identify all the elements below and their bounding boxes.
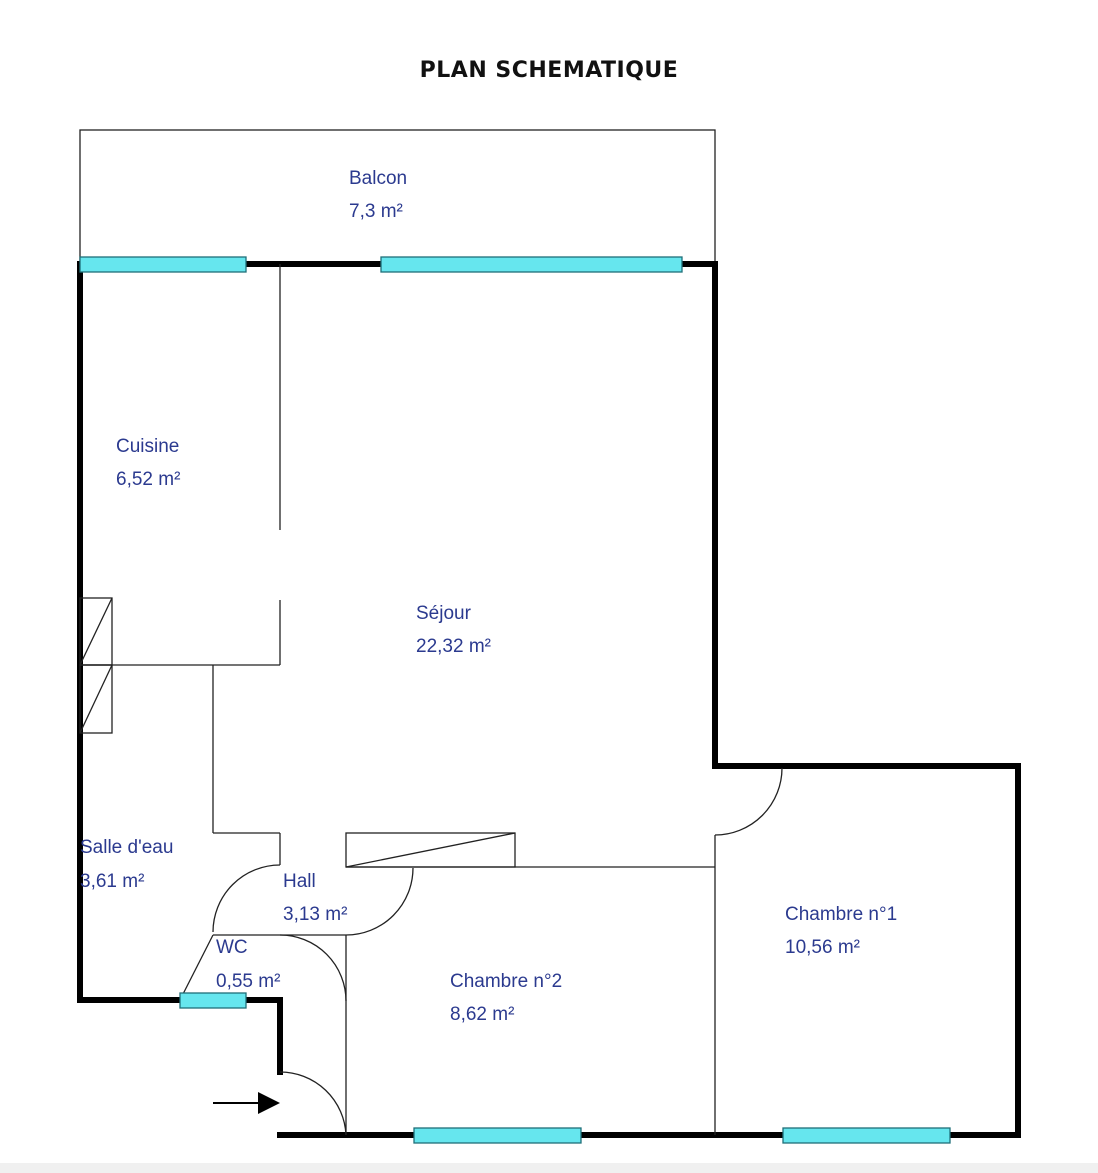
door-salle-eau bbox=[212, 864, 281, 933]
window-sejour bbox=[380, 256, 683, 273]
balcon-name: Balcon bbox=[349, 168, 407, 189]
chambre2-name: Chambre n°2 bbox=[450, 971, 562, 992]
closet bbox=[345, 832, 516, 868]
door-wc-arc bbox=[279, 934, 347, 1002]
hall-area: 3,13 m² bbox=[283, 904, 347, 925]
balcon-area: 7,3 m² bbox=[349, 201, 403, 222]
window-cuisine bbox=[79, 256, 247, 273]
door-chambre1 bbox=[714, 767, 783, 836]
cuisine-area: 6,52 m² bbox=[116, 469, 180, 490]
page-title: PLAN SCHEMATIQUE bbox=[419, 58, 679, 83]
door-entrance bbox=[279, 1071, 347, 1136]
hall-name: Hall bbox=[283, 871, 316, 892]
door-wc-leaf bbox=[179, 934, 214, 1001]
chambre1-name: Chambre n°1 bbox=[785, 904, 897, 925]
sejour-name: Séjour bbox=[416, 603, 472, 624]
balcon-outline bbox=[79, 129, 716, 265]
wc-area: 0,55 m² bbox=[216, 971, 280, 992]
sejour-area: 22,32 m² bbox=[416, 636, 491, 657]
chambre1-area: 10,56 m² bbox=[785, 937, 860, 958]
bottom-strip bbox=[0, 1163, 1098, 1173]
window-wc bbox=[179, 992, 247, 1009]
closet-diagonal bbox=[345, 832, 516, 868]
salle-eau-area: 3,61 m² bbox=[80, 871, 144, 892]
window-chambre2 bbox=[413, 1127, 582, 1144]
window-chambre1 bbox=[782, 1127, 951, 1144]
cuisine-name: Cuisine bbox=[116, 436, 179, 457]
chambre2-area: 8,62 m² bbox=[450, 1004, 514, 1025]
duct-lower bbox=[79, 664, 113, 734]
duct-lower-diagonal bbox=[79, 664, 113, 734]
duct-upper-diagonal bbox=[79, 597, 113, 666]
door-chambre2 bbox=[345, 867, 414, 936]
wc-name: WC bbox=[216, 937, 248, 958]
entrance-arrow-icon bbox=[213, 1092, 280, 1114]
salle-eau-name: Salle d'eau bbox=[80, 837, 173, 858]
